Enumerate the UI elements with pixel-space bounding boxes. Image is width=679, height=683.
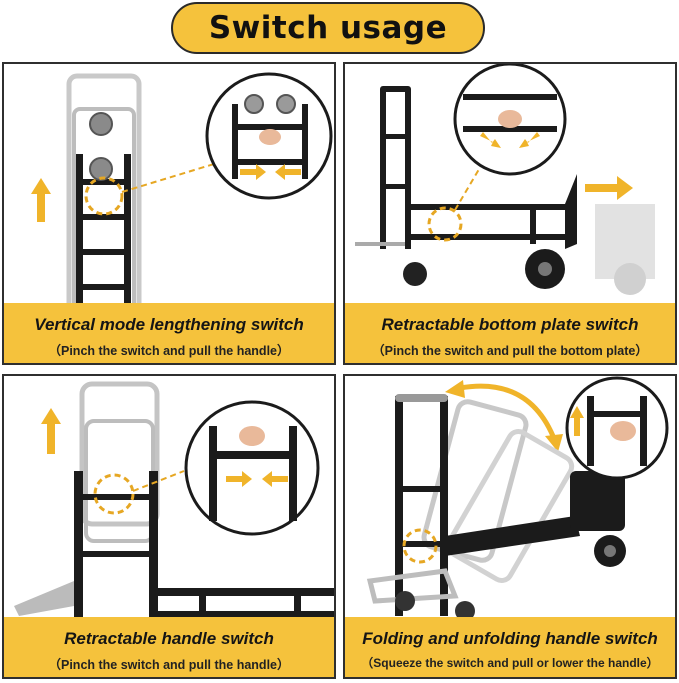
hand-icon bbox=[498, 110, 522, 128]
arrow-up-icon bbox=[41, 408, 61, 454]
arrow-up-icon bbox=[31, 178, 51, 222]
panel-retractable-handle: Retractable handle switch （Pinch the swi… bbox=[2, 374, 336, 679]
curved-double-arrow-icon bbox=[445, 380, 563, 452]
arrow-up-icon bbox=[570, 406, 584, 436]
arrows-pinch-icon bbox=[240, 164, 301, 180]
caption-bar: Retractable handle switch （Pinch the swi… bbox=[4, 617, 334, 677]
panel-folding-handle: Folding and unfolding handle switch （Squ… bbox=[343, 374, 677, 679]
panel-subcaption: （Squeeze the switch and pull or lower th… bbox=[361, 656, 659, 670]
hand-truck-illustration bbox=[355, 64, 655, 295]
caption-bar: Retractable bottom plate switch （Pinch t… bbox=[345, 303, 675, 363]
panel-subcaption: （Pinch the switch and pull the handle） bbox=[48, 658, 290, 672]
panel-subcaption: （Pinch the switch and pull the handle） bbox=[48, 344, 290, 358]
caption-bar: Vertical mode lengthening switch （Pinch … bbox=[4, 303, 334, 363]
hand-truck-illustration bbox=[366, 376, 669, 621]
caption-bar: Folding and unfolding handle switch （Squ… bbox=[345, 617, 675, 677]
page-title: Switch usage bbox=[208, 10, 448, 46]
panel-subcaption: （Pinch the switch and pull the bottom pl… bbox=[372, 344, 648, 358]
hand-icon bbox=[610, 421, 636, 441]
panel-vertical-lengthening: Vertical mode lengthening switch （Pinch … bbox=[2, 62, 336, 365]
panel-retractable-bottom-plate: Retractable bottom plate switch （Pinch t… bbox=[343, 62, 677, 365]
panel-caption: Vertical mode lengthening switch bbox=[34, 315, 304, 334]
arrows-pinch-icon bbox=[226, 471, 288, 487]
hand-truck-illustration bbox=[14, 381, 334, 631]
hand-icon bbox=[239, 426, 265, 446]
panel-caption: Retractable handle switch bbox=[64, 629, 274, 648]
title-banner: Switch usage bbox=[171, 2, 485, 54]
panel-caption: Folding and unfolding handle switch bbox=[362, 629, 658, 648]
arrow-right-icon bbox=[585, 176, 633, 200]
hand-icon bbox=[259, 129, 281, 145]
arrows-pinch-icon bbox=[480, 132, 540, 148]
panel-caption: Retractable bottom plate switch bbox=[381, 315, 639, 334]
